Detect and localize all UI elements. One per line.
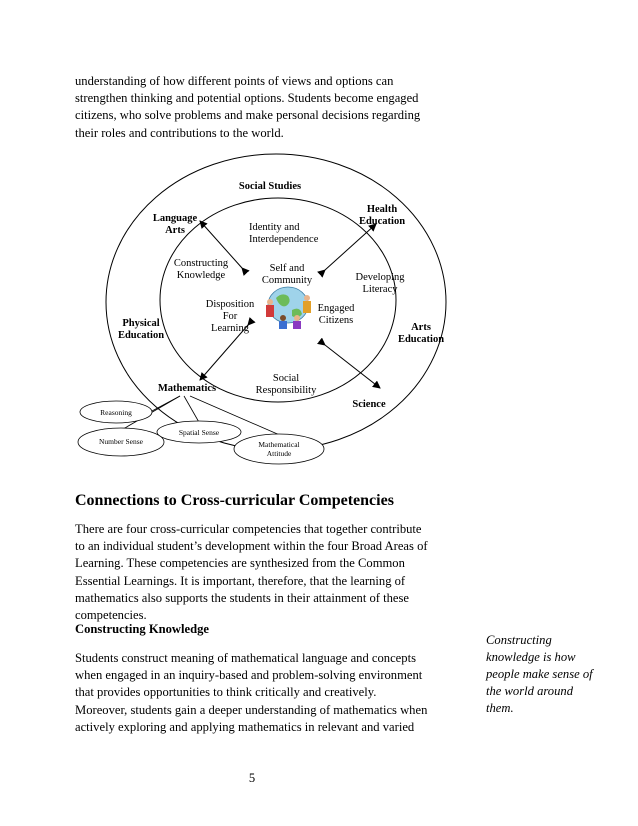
page-number: 5 [248,771,256,785]
label-identity-line1: Identity and [249,222,300,233]
children-around-globe-icon [266,286,311,329]
label-identity-line2: Interdependence [249,234,319,245]
intro-line: their roles and contributions to the wor… [75,125,284,140]
label-health-line1: Health [367,204,397,215]
spatial-sense-ellipse [156,420,242,444]
arrow-language-arts [199,220,250,276]
label-engaged-line2: Citizens [319,315,353,326]
label-developing-line2: Literacy [363,284,399,295]
margin-note-line: Constructing [486,633,552,647]
number-sense-ellipse [77,427,165,457]
subsection-line: Moreover, students gain a deeper underst… [75,702,428,717]
label-language-arts-line1: Language [153,213,198,224]
reasoning-ellipse [79,400,153,424]
subsection-line: that provides opportunities to think cri… [75,685,377,700]
label-constructing-line1: Constructing [174,258,229,269]
margin-note-line: the world around [486,684,573,698]
arrow-science [317,337,381,389]
label-attitude-line1: Mathematical [258,440,299,449]
margin-note-line: knowledge is how [486,650,576,664]
attitude-ellipse [233,433,325,465]
section-line: mathematics also supports the students i… [75,590,410,605]
arrow-mathematics [199,317,256,381]
subsection-line: Students construct meaning of mathematic… [75,651,416,665]
label-arts-line1: Arts [411,322,431,333]
section-line: Essential Learnings. It is important, th… [75,573,406,588]
label-language-arts-line2: Arts [165,225,185,236]
margin-note-line: people make sense of [486,667,593,681]
section-line: competencies. [75,608,147,623]
label-engaged-line1: Engaged [318,303,355,314]
label-disposition-line2: For [223,311,238,322]
subsection-line: when engaged in an inquiry-based and pro… [75,668,423,683]
label-arts-line2: Education [398,334,444,345]
label-social-resp-line1: Social [273,373,299,384]
section-paragraph: There are four cross-curricular competen… [75,521,443,624]
label-spatial-sense: Spatial Sense [179,428,220,437]
subsection-line: actively exploring and applying mathemat… [75,719,415,734]
subsection-paragraph: Students construct meaning of mathematic… [75,650,443,736]
margin-note-line: them. [486,701,514,715]
subsection-heading: Constructing Knowledge [75,622,209,636]
label-reasoning: Reasoning [100,408,132,417]
intro-line: strengthen thinking and potential option… [75,91,419,106]
arrow-health [317,223,377,278]
label-health-line2: Education [359,216,405,227]
label-developing-line1: Developing [356,272,406,283]
label-self-line2: Community [262,275,313,286]
margin-note: Constructing knowledge is how people mak… [486,632,606,717]
label-social-studies: Social Studies [239,181,301,192]
section-line: Learning. These competencies are synthes… [75,556,405,571]
label-physical-line1: Physical [122,318,159,329]
label-constructing-line2: Knowledge [177,270,226,281]
intro-line: understanding of how different points of… [75,74,394,88]
label-self-line1: Self and [270,263,305,274]
label-attitude-line2: Attitude [267,449,292,458]
label-disposition-line1: Disposition [206,299,255,310]
section-line: There are four cross-curricular competen… [75,522,422,536]
intro-paragraph: understanding of how different points of… [75,73,443,142]
label-physical-line2: Education [118,330,164,341]
middle-circle [159,197,397,403]
intro-line: citizens, who solve problems and make pe… [75,108,421,123]
connector-attitude [189,395,283,437]
label-disposition-line3: Learning [211,323,250,334]
section-heading: Connections to Cross-curricular Competen… [75,492,394,509]
section-line: to an individual student’s development w… [75,539,428,554]
label-social-resp-line2: Responsibility [256,385,317,396]
label-number-sense: Number Sense [99,437,144,446]
label-science: Science [352,399,386,410]
label-mathematics: Mathematics [158,383,216,394]
connector-spatial-sense [183,395,201,425]
